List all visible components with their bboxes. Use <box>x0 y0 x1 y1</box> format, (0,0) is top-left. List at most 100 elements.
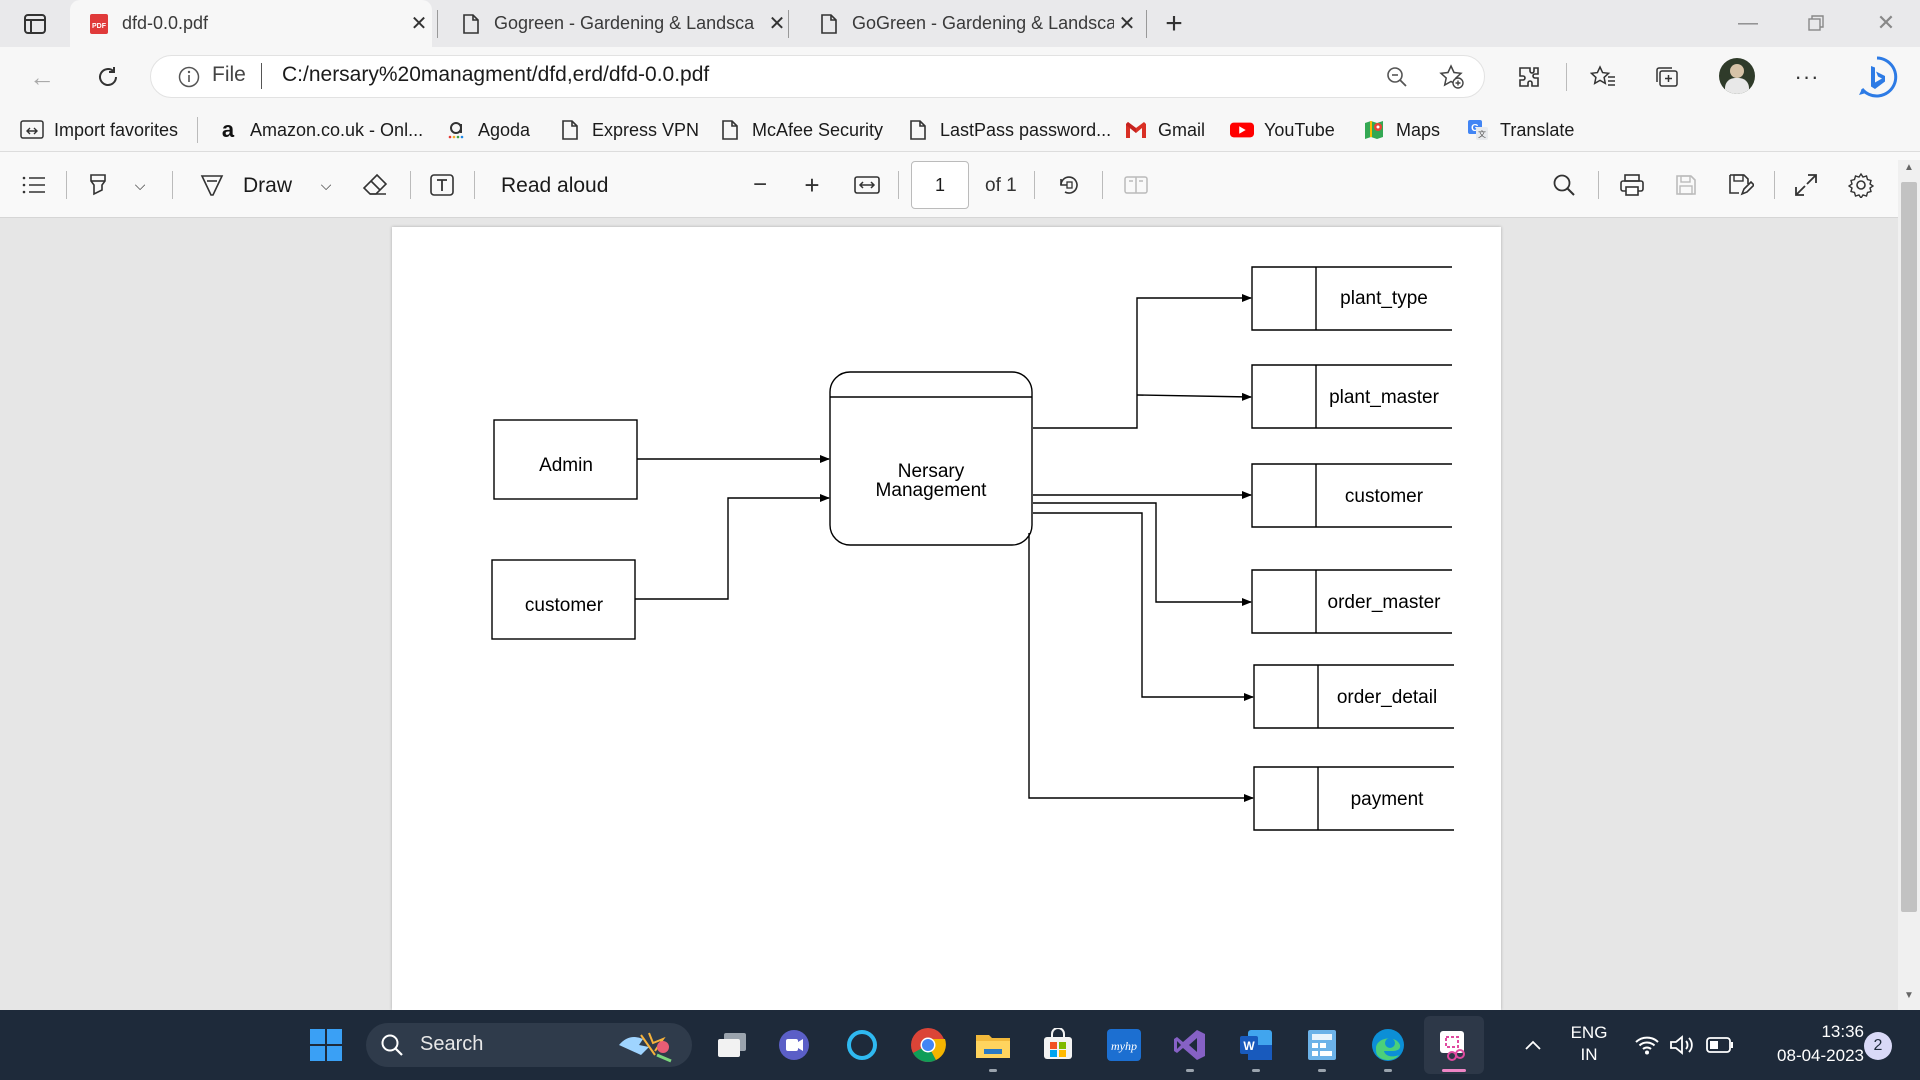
zoom-in-icon[interactable]: + <box>804 169 820 200</box>
favorite-mcafee[interactable]: McAfee Security <box>718 112 883 148</box>
fullscreen-icon[interactable] <box>1790 170 1822 200</box>
close-window-icon[interactable]: ✕ <box>1876 10 1896 35</box>
favorite-label: McAfee Security <box>752 119 884 140</box>
toolbar-divider <box>474 171 475 199</box>
minimize-icon[interactable]: — <box>1738 11 1758 34</box>
url-text[interactable]: C:/nersary%20managment/dfd,erd/dfd-0.0.p… <box>282 63 710 86</box>
show-hidden-icons-icon[interactable] <box>1518 1030 1548 1060</box>
edge-icon[interactable] <box>1366 1023 1410 1067</box>
zoom-out-icon[interactable]: − <box>752 171 767 198</box>
restore-icon[interactable] <box>1798 8 1834 38</box>
favorite-agoda[interactable]: Agoda <box>444 112 530 148</box>
read-aloud-button[interactable]: Read aloud <box>501 174 609 197</box>
tab-divider <box>788 10 789 38</box>
file-explorer-icon[interactable] <box>971 1023 1015 1067</box>
page-icon <box>558 118 582 142</box>
close-tab-icon[interactable]: ✕ <box>768 13 786 35</box>
draw-icon[interactable] <box>196 170 228 200</box>
chevron-down-icon[interactable]: ⌵ <box>320 176 332 193</box>
data-store-plant-type <box>1251 266 1452 331</box>
page-icon <box>718 118 742 142</box>
myhp-icon[interactable]: myhp <box>1102 1023 1146 1067</box>
add-favorite-icon[interactable] <box>1436 62 1468 92</box>
word-icon[interactable]: W <box>1234 1023 1278 1067</box>
text-box-icon[interactable] <box>426 170 458 200</box>
data-store-label: customer <box>1345 486 1424 507</box>
save-as-icon[interactable] <box>1724 170 1758 200</box>
new-tab-icon[interactable]: + <box>1165 7 1183 40</box>
scroll-up-icon[interactable]: ▲ <box>1904 162 1914 173</box>
input-language[interactable]: ENG IN <box>1568 1022 1610 1066</box>
favorite-express-vpn[interactable]: Express VPN <box>558 112 699 148</box>
avatar[interactable] <box>1719 58 1755 94</box>
calculator-app-icon[interactable] <box>1300 1023 1344 1067</box>
close-tab-icon[interactable]: ✕ <box>1118 13 1136 35</box>
favorites-bar <box>0 108 1920 152</box>
language-region: IN <box>1580 1045 1598 1064</box>
data-store-label: plant_master <box>1329 387 1440 408</box>
bing-chat-icon[interactable] <box>1852 52 1902 102</box>
search-icon[interactable] <box>1548 170 1580 200</box>
notification-badge[interactable]: 2 <box>1864 1032 1892 1060</box>
flow-to-order-master <box>1033 502 1252 606</box>
tab-gogreen-1[interactable]: Gogreen - Gardening & Landsca ✕ <box>442 0 790 47</box>
print-icon[interactable] <box>1616 170 1648 200</box>
store-icon[interactable] <box>1036 1023 1080 1067</box>
favorite-amazon[interactable]: a Amazon.co.uk - Onl... <box>216 112 423 148</box>
refresh-icon[interactable] <box>90 60 126 94</box>
favorite-gmail[interactable]: Gmail <box>1124 112 1205 148</box>
extensions-icon[interactable] <box>1512 60 1546 94</box>
toolbar-divider <box>1774 171 1775 199</box>
zoom-icon[interactable] <box>1382 62 1412 92</box>
favorite-label: Maps <box>1396 119 1441 140</box>
highlight-icon[interactable] <box>82 170 114 200</box>
snipping-tool-icon[interactable] <box>1432 1023 1476 1067</box>
tab-title: dfd-0.0.pdf <box>122 13 209 33</box>
favorite-youtube[interactable]: YouTube <box>1230 112 1335 148</box>
tab-actions-icon[interactable] <box>18 10 52 38</box>
close-tab-icon[interactable]: ✕ <box>410 13 428 35</box>
maps-icon <box>1362 118 1386 142</box>
tab-gogreen-2[interactable]: GoGreen - Gardening & Landsca ✕ <box>800 0 1140 47</box>
draw-label[interactable]: Draw <box>243 174 293 197</box>
cortana-icon[interactable] <box>840 1023 884 1067</box>
scrollbar-thumb[interactable] <box>1901 182 1917 912</box>
fit-width-icon[interactable] <box>850 170 884 200</box>
tab-dfd-pdf[interactable]: PDF dfd-0.0.pdf ✕ <box>70 0 432 47</box>
toolbar-divider <box>410 171 411 199</box>
task-view-icon[interactable] <box>710 1023 754 1067</box>
battery-icon[interactable] <box>1704 1030 1736 1060</box>
back-icon[interactable]: ← <box>29 61 55 92</box>
info-icon[interactable] <box>176 64 202 90</box>
favorites-icon[interactable] <box>1586 60 1620 94</box>
collections-icon[interactable] <box>1650 60 1684 94</box>
start-icon[interactable] <box>304 1023 348 1067</box>
clock[interactable]: 13:36 08-04-2023 <box>1750 1020 1864 1068</box>
visual-studio-icon[interactable] <box>1168 1023 1212 1067</box>
more-icon[interactable]: ··· <box>1794 64 1820 89</box>
chrome-icon[interactable] <box>906 1023 950 1067</box>
favorite-import[interactable]: Import favorites <box>20 112 178 148</box>
contents-icon[interactable] <box>18 170 50 200</box>
favorite-lastpass[interactable]: LastPass password... <box>906 112 1111 148</box>
favorite-maps[interactable]: Maps <box>1362 112 1440 148</box>
teams-chat-icon[interactable] <box>772 1023 816 1067</box>
scroll-down-icon[interactable]: ▼ <box>1904 990 1914 1001</box>
page-number-input[interactable]: 1 <box>911 161 969 209</box>
erase-icon[interactable] <box>358 170 392 200</box>
address-bar[interactable] <box>150 55 1485 98</box>
clock-time: 13:36 <box>1821 1022 1864 1041</box>
amazon-icon: a <box>221 117 235 142</box>
volume-icon[interactable] <box>1668 1030 1698 1060</box>
language-code: ENG <box>1570 1023 1608 1042</box>
toolbar-divider <box>1566 63 1567 91</box>
tab-title: GoGreen - Gardening & Landsca <box>852 13 1114 33</box>
wifi-icon[interactable] <box>1632 1030 1662 1060</box>
settings-gear-icon[interactable] <box>1844 168 1878 202</box>
rotate-icon[interactable] <box>1053 170 1085 200</box>
data-store-customer <box>1251 463 1452 528</box>
page-icon <box>460 13 482 35</box>
chevron-down-icon[interactable]: ⌵ <box>134 176 146 193</box>
import-icon <box>20 118 44 142</box>
